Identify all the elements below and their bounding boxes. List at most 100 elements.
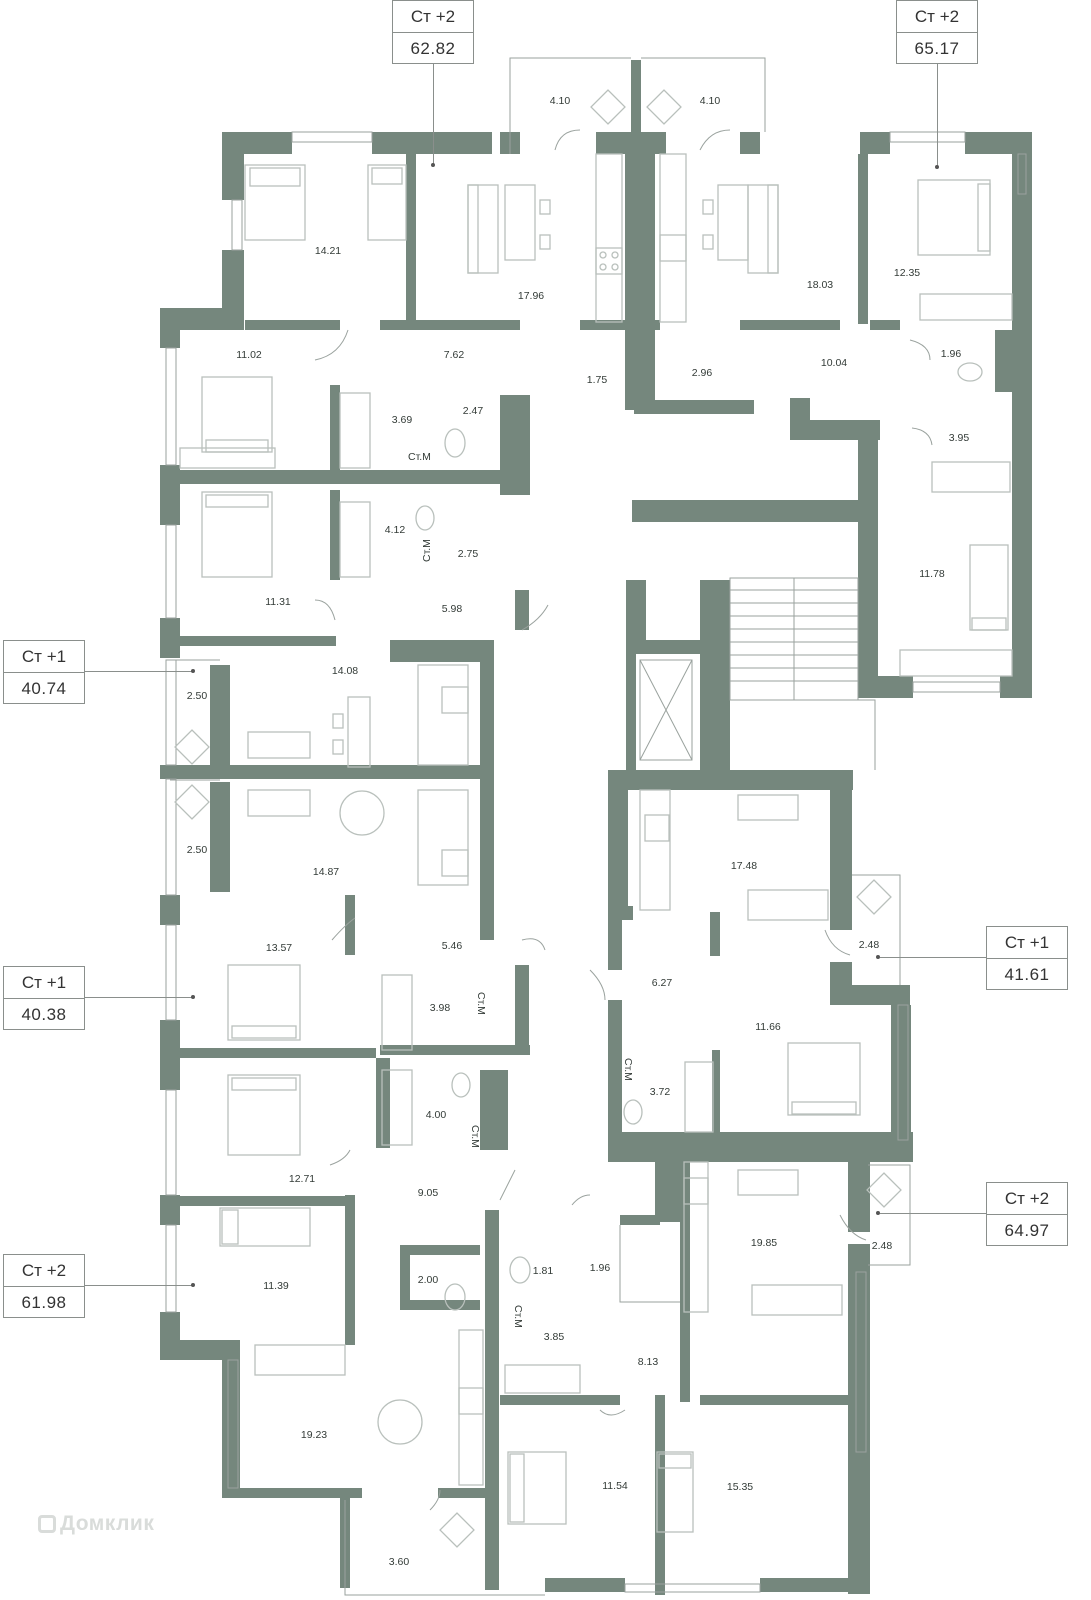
apartment-callout-a4: Ст +1 40.38	[3, 966, 85, 1030]
room-area-label: 3.60	[389, 1556, 410, 1568]
room-area-label: 2.48	[872, 1240, 893, 1252]
toilet-icon	[444, 1283, 466, 1311]
sofa-icon	[747, 184, 779, 274]
room-area-label: 4.00	[426, 1109, 447, 1121]
bed-icon	[367, 164, 407, 241]
room-area-label: 3.85	[544, 1331, 565, 1343]
stove-icon	[595, 247, 623, 275]
room-area-label: 2.96	[692, 367, 713, 379]
watermark: Домклик	[38, 1512, 154, 1536]
bed-icon	[969, 544, 1009, 631]
room-area-label: 2.75	[458, 548, 479, 560]
apartment-class: Ст +2	[987, 1183, 1067, 1215]
apartment-area: 40.74	[21, 679, 67, 698]
bed-icon	[201, 376, 273, 453]
room-area-label: 14.87	[313, 866, 339, 878]
room-area-label: 4.10	[550, 95, 571, 107]
stove-icon	[644, 814, 670, 842]
stove-icon	[659, 234, 687, 262]
washer-labels: Ст.М Ст.М Ст.М Ст.М Ст.М Ст.М	[408, 451, 634, 1328]
bathtub-icon	[381, 1069, 413, 1146]
bathtub-icon	[684, 1061, 714, 1133]
leader-line	[85, 671, 193, 672]
armchair-icon	[590, 89, 626, 125]
room-area-label: 14.08	[332, 665, 358, 677]
stove-icon	[441, 686, 469, 714]
room-area-label: 9.05	[418, 1187, 439, 1199]
elevator-icon	[639, 659, 693, 761]
bed-icon	[227, 964, 301, 1041]
table-icon	[339, 790, 385, 836]
room-area-label: 2.50	[187, 844, 208, 856]
bed-icon	[507, 1451, 567, 1525]
armchair-icon	[439, 1512, 475, 1548]
leader-dot	[876, 955, 880, 959]
room-area-label: 11.39	[263, 1280, 289, 1292]
apartment-callout-a6: Ст +1 41.61	[986, 926, 1068, 990]
bed-icon	[244, 164, 306, 241]
leader-dot	[191, 669, 195, 673]
room-area-label: 13.57	[266, 942, 292, 954]
apartment-callout-a5: Ст +2 61.98	[3, 1254, 85, 1318]
table-icon	[377, 1399, 423, 1445]
apartment-area: 62.82	[410, 39, 456, 58]
armchair-icon	[866, 1172, 902, 1208]
toilet-icon	[451, 1072, 471, 1098]
sofa-icon	[751, 1284, 843, 1316]
room-area-label: 3.98	[430, 1002, 451, 1014]
room-area-label: 17.48	[731, 860, 757, 872]
toilet-icon	[623, 1099, 643, 1125]
bed-icon	[656, 1451, 694, 1533]
room-area-label: 4.12	[385, 524, 406, 536]
leader-line	[880, 957, 986, 958]
bathtub-icon	[931, 461, 1011, 493]
bathtub-icon	[339, 501, 371, 578]
room-area-label: 11.66	[755, 1021, 781, 1033]
table-icon	[504, 184, 551, 261]
table-icon	[332, 696, 371, 768]
washer-label: Ст.М	[421, 539, 433, 562]
leader-dot	[876, 1211, 880, 1215]
room-area-label: 11.78	[919, 568, 945, 580]
bed-icon	[219, 1207, 311, 1247]
apartment-callout-a1: Ст +2 62.82	[392, 0, 474, 64]
sofa-icon	[247, 789, 311, 817]
room-area-label: 1.81	[533, 1265, 554, 1277]
armchair-icon	[856, 879, 892, 915]
room-area-label: 12.71	[289, 1173, 315, 1185]
armchair-icon	[646, 89, 682, 125]
room-area-label: 11.31	[265, 596, 291, 608]
domclick-logo-icon	[38, 1515, 56, 1533]
table-icon	[702, 184, 749, 261]
room-area-label: 3.95	[949, 432, 970, 444]
leader-dot	[191, 1283, 195, 1287]
apartment-class: Ст +1	[4, 641, 84, 673]
leader-line	[880, 1213, 986, 1214]
leader-dot	[431, 163, 435, 167]
room-area-label: 12.35	[894, 267, 920, 279]
bed-icon	[201, 491, 273, 578]
room-area-label: 11.02	[236, 349, 262, 361]
apartment-area: 40.38	[21, 1005, 67, 1024]
room-area-label: 7.62	[444, 349, 465, 361]
stove-icon	[458, 1387, 484, 1415]
leader-dot	[935, 165, 939, 169]
washer-label: Ст.М	[475, 992, 487, 1015]
room-area-label: 6.27	[652, 977, 673, 989]
bed-icon	[227, 1074, 301, 1156]
room-area-label: 19.85	[751, 1237, 777, 1249]
washer-label: Ст.М	[408, 451, 431, 463]
sofa-icon	[747, 889, 829, 921]
room-area-label: 15.35	[727, 1481, 753, 1493]
leader-line	[85, 997, 193, 998]
apartment-class: Ст +1	[987, 927, 1067, 959]
sofa-icon	[247, 731, 311, 759]
leader-line	[937, 64, 938, 166]
toilet-icon	[415, 505, 435, 531]
room-area-label: 2.50	[187, 690, 208, 702]
room-area-label: 18.03	[807, 279, 833, 291]
room-area-label: 3.72	[650, 1086, 671, 1098]
leader-line	[433, 64, 434, 164]
apartment-callout-a7: Ст +2 64.97	[986, 1182, 1068, 1246]
